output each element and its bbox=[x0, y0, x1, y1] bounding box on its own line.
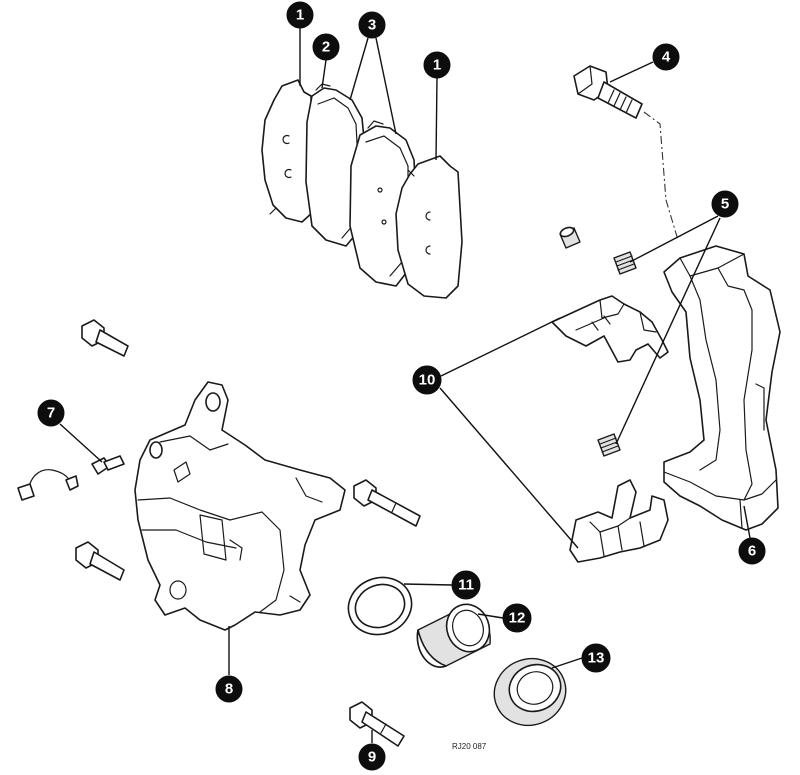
assembly-axis-line bbox=[643, 111, 679, 241]
callout-circle bbox=[412, 365, 442, 395]
callout-3-linings: 3 bbox=[358, 11, 386, 39]
leader-line bbox=[609, 61, 654, 83]
callout-circle bbox=[358, 11, 386, 39]
callout-circle bbox=[451, 570, 481, 600]
callout-4-bolt: 4 bbox=[652, 43, 680, 71]
leader-line bbox=[439, 387, 579, 549]
callout-label: 12 bbox=[509, 610, 526, 627]
callout-label: 6 bbox=[748, 543, 756, 560]
callout-label: 7 bbox=[47, 405, 55, 422]
leader-line bbox=[440, 317, 561, 377]
caliper-mounting-bolt-upper bbox=[81, 319, 129, 357]
leader-line bbox=[349, 37, 369, 101]
callout-circle bbox=[652, 43, 680, 71]
leader-lines bbox=[59, 28, 751, 743]
callout-label: 13 bbox=[588, 650, 605, 667]
callout-circle bbox=[358, 743, 386, 771]
leader-line bbox=[615, 217, 721, 445]
callout-10-clips: 10 bbox=[412, 365, 442, 395]
callout-circle bbox=[215, 675, 243, 703]
brake-pad-inner-backing bbox=[395, 155, 463, 299]
bleed-screw bbox=[91, 455, 125, 475]
callout-label: 3 bbox=[368, 17, 376, 34]
leader-line bbox=[375, 37, 397, 135]
callout-circle bbox=[711, 190, 739, 218]
anti-rattle-spring-upper bbox=[613, 251, 637, 275]
callout-label: 10 bbox=[419, 372, 436, 389]
pad-retaining-clip-upper bbox=[551, 295, 669, 363]
callout-circle bbox=[37, 399, 65, 427]
callout-5-springs: 5 bbox=[711, 190, 739, 218]
leader-line bbox=[321, 59, 327, 89]
brake-pad-outer-backing bbox=[261, 79, 314, 223]
leader-line bbox=[435, 77, 438, 161]
callout-2-outer-lining: 2 bbox=[312, 33, 340, 61]
callout-label: 2 bbox=[322, 39, 330, 56]
leader-line bbox=[477, 613, 504, 619]
callout-label: 5 bbox=[721, 196, 729, 213]
callout-label: 8 bbox=[225, 681, 233, 698]
drawing-code: RJ20 087 bbox=[452, 742, 487, 751]
callout-9-guide-pin: 9 bbox=[358, 743, 386, 771]
guide-pin-upper bbox=[353, 479, 421, 527]
callout-12-piston: 12 bbox=[502, 603, 532, 633]
callout-circle bbox=[312, 33, 340, 61]
callout-13-dust-boot: 13 bbox=[581, 643, 611, 673]
caliper-piston bbox=[416, 603, 491, 668]
callout-circle bbox=[738, 537, 766, 565]
leader-line bbox=[743, 505, 751, 539]
guide-pin-lower bbox=[349, 701, 405, 747]
callout-circle bbox=[502, 603, 532, 633]
caliper-carrier-bracket bbox=[663, 245, 781, 531]
pad-wear-sensor bbox=[17, 469, 79, 501]
callout-circle bbox=[286, 1, 314, 29]
caliper-body bbox=[134, 381, 346, 631]
callout-label: 9 bbox=[368, 749, 376, 766]
callout-7-sensor: 7 bbox=[37, 399, 65, 427]
piston-seal bbox=[347, 576, 413, 636]
pad-retaining-clip-lower bbox=[569, 479, 669, 563]
piston-dust-boot bbox=[493, 657, 567, 727]
leader-line bbox=[59, 423, 103, 463]
guide-bush bbox=[559, 226, 581, 249]
callout-6-bracket: 6 bbox=[738, 537, 766, 565]
callout-11-seal: 11 bbox=[451, 570, 481, 600]
callout-1-inner-pad: 1 bbox=[423, 51, 451, 79]
leader-line bbox=[629, 215, 719, 263]
leader-line bbox=[403, 583, 453, 586]
callout-8-caliper-body: 8 bbox=[215, 675, 243, 703]
anti-rattle-spring-lower bbox=[597, 433, 621, 457]
callout-label: 4 bbox=[662, 49, 671, 66]
callout-circle bbox=[423, 51, 451, 79]
callout-label: 11 bbox=[458, 577, 474, 594]
caliper-bolt bbox=[573, 65, 643, 119]
callout-label: 1 bbox=[296, 7, 304, 24]
callout-label: 1 bbox=[433, 57, 441, 74]
callout-circle bbox=[581, 643, 611, 673]
leader-line bbox=[551, 657, 583, 669]
caliper-mounting-bolt-lower bbox=[75, 541, 125, 581]
callout-1-outer-pad: 1 bbox=[286, 1, 314, 29]
